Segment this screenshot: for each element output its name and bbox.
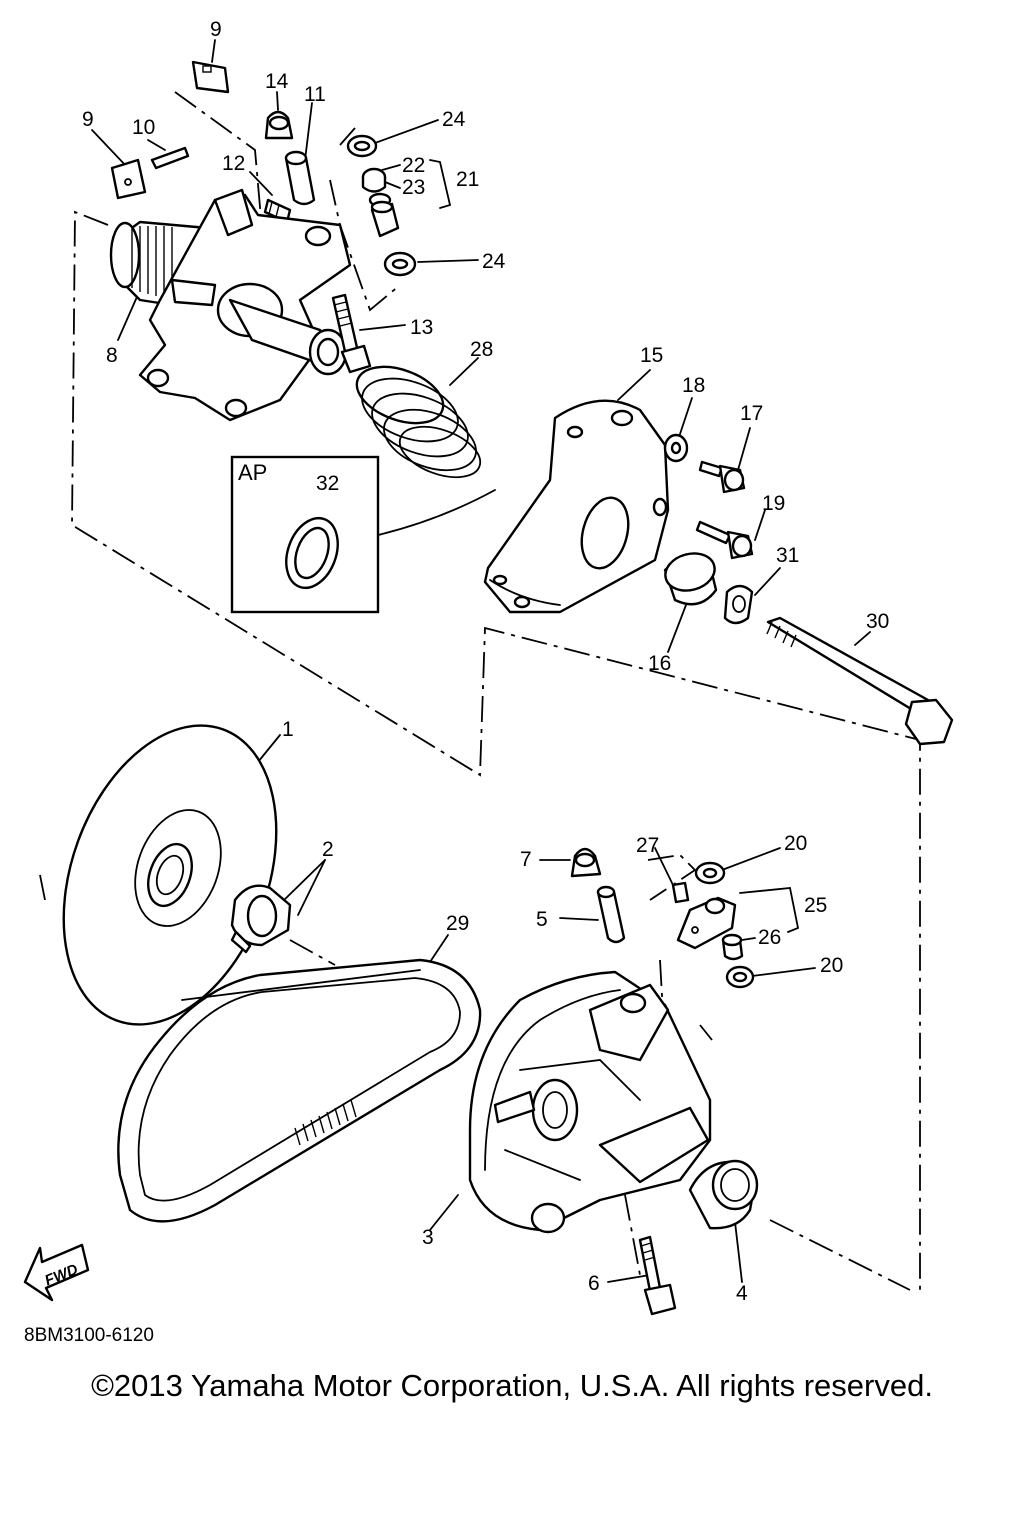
part-20-washer-upper bbox=[694, 861, 726, 885]
drawing-code: 8BM3100-6120 bbox=[24, 1325, 154, 1346]
part-19-bolt bbox=[695, 520, 754, 560]
callout-label: 4 bbox=[736, 1282, 748, 1305]
callout-label: 8 bbox=[106, 344, 118, 367]
part-14-cap-nut bbox=[264, 110, 294, 140]
callout-label: 24 bbox=[482, 250, 506, 273]
callout-label: 7 bbox=[520, 848, 532, 871]
callout-label: 15 bbox=[640, 344, 663, 367]
callout-label: 9 bbox=[82, 108, 94, 131]
part-3-housing bbox=[468, 970, 712, 1234]
part-1-sheave bbox=[62, 724, 278, 1026]
part-24-washer-lower bbox=[383, 251, 417, 277]
part-9-slider-upper bbox=[191, 60, 230, 94]
part-10-pin bbox=[150, 146, 190, 170]
callout-label: 17 bbox=[740, 402, 763, 425]
part-13-bolt bbox=[331, 293, 372, 374]
callout-label: 26 bbox=[758, 926, 781, 949]
part-7-cap-nut bbox=[570, 847, 602, 878]
part-2-collar bbox=[230, 884, 292, 954]
leader-lines bbox=[91, 39, 871, 1283]
callout-label: 23 bbox=[402, 176, 425, 199]
callout-label: 5 bbox=[536, 908, 548, 931]
callout-label: 11 bbox=[304, 83, 326, 106]
callout-label: 6 bbox=[588, 1272, 600, 1295]
callout-label: 28 bbox=[470, 338, 493, 361]
part-4-bearing bbox=[688, 1159, 759, 1230]
part-27-screw bbox=[671, 881, 690, 904]
part-15-cover bbox=[483, 399, 670, 614]
callout-label: 24 bbox=[442, 108, 466, 131]
callout-label: 2 bbox=[322, 838, 334, 861]
part-29-drive-belt bbox=[117, 958, 482, 1223]
part-28-spring bbox=[355, 365, 482, 479]
callout-label: 30 bbox=[866, 610, 889, 633]
part-26-roller bbox=[721, 933, 744, 961]
callout-label: 22 bbox=[402, 154, 425, 177]
ap-box-label: AP bbox=[238, 460, 267, 485]
callout-label: 32 bbox=[316, 472, 339, 495]
callout-labels: 9 14 11 9 10 24 12 22 21 23 24 8 13 28 1… bbox=[82, 18, 889, 1305]
part-16-roller bbox=[663, 552, 718, 606]
part-17-bolt bbox=[698, 460, 746, 494]
callout-label: 25 bbox=[804, 894, 827, 917]
part-8-hub-assembly bbox=[109, 188, 352, 422]
part-31-clip bbox=[723, 584, 754, 625]
part-20-washer-lower bbox=[725, 965, 755, 989]
callout-label: 19 bbox=[762, 492, 785, 515]
callout-label: 14 bbox=[265, 70, 289, 93]
fwd-arrow-icon: FWD bbox=[23, 1243, 90, 1302]
part-6-bolt bbox=[638, 1235, 677, 1316]
callout-label: 13 bbox=[410, 316, 433, 339]
part-18-washer bbox=[663, 433, 689, 463]
callout-label: 27 bbox=[636, 834, 659, 857]
part-5-pin bbox=[596, 885, 626, 944]
callout-label: 20 bbox=[784, 832, 807, 855]
part-25-weight-arm bbox=[676, 896, 737, 950]
part-22-roller bbox=[361, 167, 387, 193]
part-24-washer-upper bbox=[346, 134, 378, 158]
callout-label: 10 bbox=[132, 116, 155, 139]
part-21-bushing bbox=[370, 200, 400, 238]
part-9-slider-left bbox=[110, 158, 147, 200]
callout-label: 12 bbox=[222, 152, 245, 175]
callout-label: 1 bbox=[282, 718, 294, 741]
copyright-notice: ©2013 Yamaha Motor Corporation, U.S.A. A… bbox=[91, 1368, 933, 1403]
ap-inset-box: AP bbox=[230, 455, 496, 614]
callout-label: 20 bbox=[820, 954, 843, 977]
callout-label: 16 bbox=[648, 652, 671, 675]
callout-label: 29 bbox=[446, 912, 469, 935]
callout-label: 9 bbox=[210, 18, 222, 41]
callout-label: 31 bbox=[776, 544, 799, 567]
part-30-long-bolt bbox=[766, 616, 954, 746]
part-11-pin bbox=[284, 150, 316, 206]
callout-label: 3 bbox=[422, 1226, 434, 1249]
callout-label: 18 bbox=[682, 374, 705, 397]
callout-label: 21 bbox=[456, 168, 479, 191]
